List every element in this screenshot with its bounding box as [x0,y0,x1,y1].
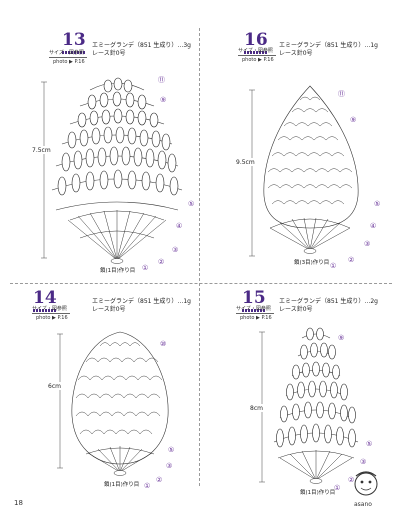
size-label: サイズ・図参照 [236,306,271,312]
svg-text:②: ② [156,476,162,484]
start-label: 鎖(3目)作り目 [294,258,329,266]
yarn-info: エミーグランデ（851 生成り）…2g レース針0号 [279,298,378,314]
yarn-name: エミーグランデ（851 生成り）…2g [279,298,378,305]
hook-size: レース針0号 [279,306,313,313]
crochet-chart-15: 8cm 鎖(1目)作り目 ⑨ ⑤ ③ ② ① [248,327,372,496]
tier-base [55,201,179,211]
meta-rule [238,55,276,56]
motif-meta: サイズ・図参照 photo ▶ P.16 [49,50,87,65]
svg-text:①: ① [144,482,150,490]
svg-text:②: ② [348,256,354,264]
number-underline [62,51,86,54]
mesh-arcs [267,96,353,205]
svg-text:⑤: ⑤ [374,200,380,208]
yarn-info: エミーグランデ（851 生成り）…1g レース針0号 [92,298,191,314]
round-marker: ⑤ [188,200,194,208]
dimension-label: 7.5cm [32,147,51,154]
meta-rule [49,57,87,58]
round-marker: ⑨ [160,96,166,104]
number-underline [33,309,57,312]
photo-reference: photo ▶ P.16 [36,315,68,321]
number-underline [244,51,268,54]
round-marker: ③ [172,246,178,254]
motif-meta: サイズ・図参照 photo ▶ P.16 [238,48,276,63]
motif-meta: サイズ・図参照 photo ▶ P.16 [236,306,274,321]
hook-size: レース針0号 [92,306,126,313]
cluster-stitches [57,77,179,196]
round-marker: ① [142,264,148,272]
motif-number-text: 14 [33,288,57,308]
motif-number-text: 16 [244,30,268,50]
round-markers: ⑪ ⑨ ⑤ ④ ③ ② ① [142,76,194,272]
crochet-chart-16: 9.5cm 鎖(3目)作り目 ⑪ ⑨ ⑤ ④ ③ ② ① [234,85,380,270]
size-label: サイズ・図参照 [238,48,273,54]
round-marker: ② [158,258,164,266]
photo-reference: photo ▶ P.16 [53,59,85,65]
round-marker: ⑪ [158,76,165,84]
round-markers: ⑩ ⑤ ③ ② ① [144,340,174,490]
size-label: サイズ・図参照 [49,50,84,56]
base-fan [85,446,155,476]
page-number: 18 [14,499,23,507]
meta-rule [32,313,70,314]
motif-outline [263,85,359,229]
brand-logo-icon: asano [354,471,378,508]
start-label: 鎖(1目)作り目 [100,266,135,274]
base-fan [67,210,167,264]
dimension-label-bg [30,146,52,154]
base-fan [269,217,351,254]
crochet-chart-13: 7.5cm [30,76,194,274]
start-label: 鎖(1目)作り目 [300,488,335,496]
svg-text:⑩: ⑩ [160,340,166,348]
svg-text:⑨: ⑨ [350,116,356,124]
yarn-name: エミーグランデ（851 生成り）…1g [92,298,191,305]
round-marker: ④ [176,222,182,230]
dimension-label: 8cm [250,405,263,412]
horizontal-divider [10,283,392,284]
motif-number: 16 [244,30,268,54]
yarn-name: エミーグランデ（851 生成り）…3g [92,42,191,49]
base-fan [277,450,355,484]
svg-text:②: ② [348,476,354,484]
motif-number: 14 [33,288,57,312]
vertical-divider [199,28,200,486]
svg-text:①: ① [330,262,336,270]
meta-rule [236,313,274,314]
svg-text:①: ① [334,484,340,492]
number-underline [242,309,266,312]
svg-text:⑤: ⑤ [168,446,174,454]
photo-reference: photo ▶ P.16 [240,315,272,321]
svg-text:③: ③ [364,240,370,248]
round-markers: ⑪ ⑨ ⑤ ④ ③ ② ① [330,90,380,270]
svg-text:⑨: ⑨ [338,334,344,342]
hook-size: レース針0号 [92,50,126,57]
logo-text: asano [354,501,372,508]
motif-meta: サイズ・図参照 photo ▶ P.16 [32,306,70,321]
cluster-stitches [276,327,356,448]
svg-text:③: ③ [360,458,366,466]
dimension-label: 6cm [48,383,61,390]
svg-text:④: ④ [370,222,376,230]
svg-text:③: ③ [166,462,172,470]
svg-text:⑪: ⑪ [338,90,345,98]
motif-number: 15 [242,288,266,312]
size-label: サイズ・図参照 [32,306,67,312]
round-markers: ⑨ ⑤ ③ ② ① [334,334,372,492]
dimension-label: 9.5cm [236,159,255,166]
yarn-info: エミーグランデ（851 生成り）…1g レース針0号 [279,42,378,58]
svg-text:⑤: ⑤ [366,440,372,448]
hook-size: レース針0号 [279,50,313,57]
photo-reference: photo ▶ P.16 [242,57,274,63]
motif-number-text: 13 [62,30,86,50]
yarn-name: エミーグランデ（851 生成り）…1g [279,42,378,49]
yarn-info: エミーグランデ（851 生成り）…3g レース針0号 [92,42,191,58]
crochet-chart-14: 6cm 鎖(1目)作り目 ⑩ ⑤ ③ ② ① [46,331,174,490]
mesh-arcs [75,342,163,435]
motif-number-text: 15 [242,288,266,308]
start-label: 鎖(1目)作り目 [104,480,139,488]
motif-number: 13 [62,30,86,54]
motif-outline [71,331,169,465]
